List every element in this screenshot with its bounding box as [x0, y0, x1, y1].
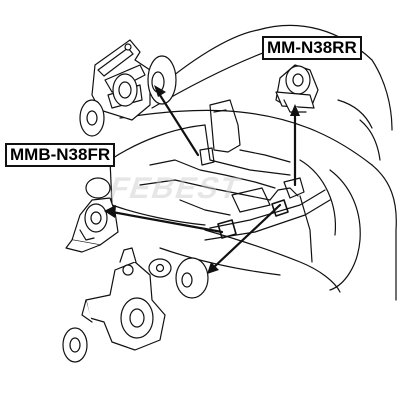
- upper-engine-mount: [79, 39, 177, 137]
- rear-mount-part: [275, 64, 319, 113]
- engine-block: [109, 99, 291, 226]
- front-mount-code-label: MMB-N38FR: [5, 143, 116, 167]
- arrow-lower-mount: [211, 203, 282, 270]
- arrow-front-mount: [110, 210, 224, 234]
- leader-arrows: [110, 90, 297, 270]
- arrow-upper-mount: [156, 90, 200, 157]
- watermark-text: FEBEST: [104, 172, 246, 205]
- rear-mount-code-label: MM-N38RR: [262, 36, 362, 60]
- lower-engine-mount: [62, 247, 209, 363]
- arrow-heads: [104, 85, 300, 274]
